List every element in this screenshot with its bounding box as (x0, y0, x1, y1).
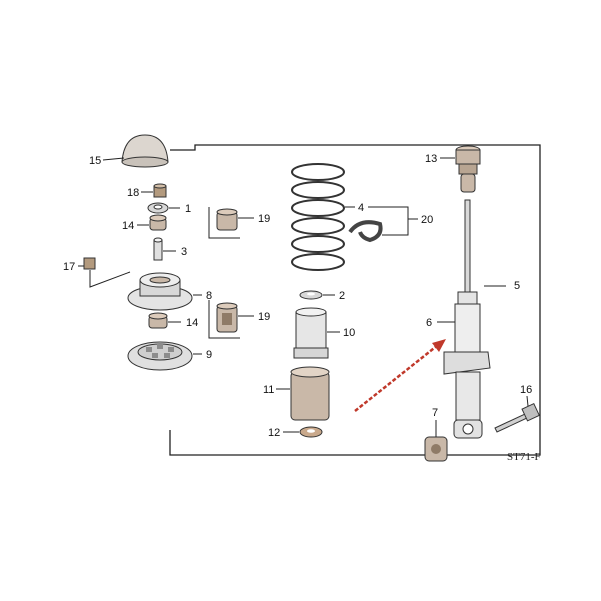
callout-14b: 14 (186, 317, 198, 329)
shock-absorber (443, 199, 491, 439)
callout-11: 11 (263, 384, 274, 396)
callout-19a: 19 (258, 213, 270, 225)
lower-washer (299, 426, 323, 438)
mount-nut (83, 257, 96, 270)
callout-16: 16 (520, 384, 532, 396)
collar (153, 237, 163, 261)
diagram-code: ST71-F (507, 451, 541, 463)
callout-3: 3 (181, 246, 187, 258)
callout-9: 9 (206, 349, 212, 361)
highlight-arrow (354, 339, 446, 412)
rubber-bushing-19-lower (216, 302, 238, 333)
callout-10: 10 (343, 327, 355, 339)
mounting-bolt (494, 402, 540, 433)
flange-nut (153, 183, 167, 198)
callout-1: 1 (185, 203, 191, 215)
callout-17: 17 (63, 261, 75, 273)
washer-1 (147, 202, 169, 214)
callout-4: 4 (358, 202, 364, 214)
bushing-lower (148, 312, 168, 329)
dust-boot (293, 307, 329, 359)
coil-spring (291, 163, 345, 271)
callout-18: 18 (127, 187, 139, 199)
callout-19b: 19 (258, 311, 270, 323)
shock-upper-bushing (455, 145, 481, 193)
callout-13: 13 (425, 153, 437, 165)
dust-cap (121, 134, 169, 168)
callout-8: 8 (206, 290, 212, 302)
bushing-upper (149, 214, 167, 231)
callout-2: 2 (339, 290, 345, 302)
bump-stop (290, 366, 330, 421)
mount-base (127, 272, 193, 311)
diagram-frame (169, 144, 541, 456)
callout-20: 20 (421, 214, 433, 226)
callout-12: 12 (268, 427, 280, 439)
callout-6: 6 (426, 317, 432, 329)
spring-seat-rubber (348, 220, 383, 243)
callout-5: 5 (514, 280, 520, 292)
mount-plate (127, 341, 193, 371)
bump-washer (299, 290, 323, 300)
callout-7: 7 (432, 407, 438, 419)
rubber-bushing-19-upper (216, 208, 238, 231)
callout-15: 15 (89, 155, 101, 167)
callout-14a: 14 (122, 220, 134, 232)
shock-lower-bushing (424, 436, 448, 462)
